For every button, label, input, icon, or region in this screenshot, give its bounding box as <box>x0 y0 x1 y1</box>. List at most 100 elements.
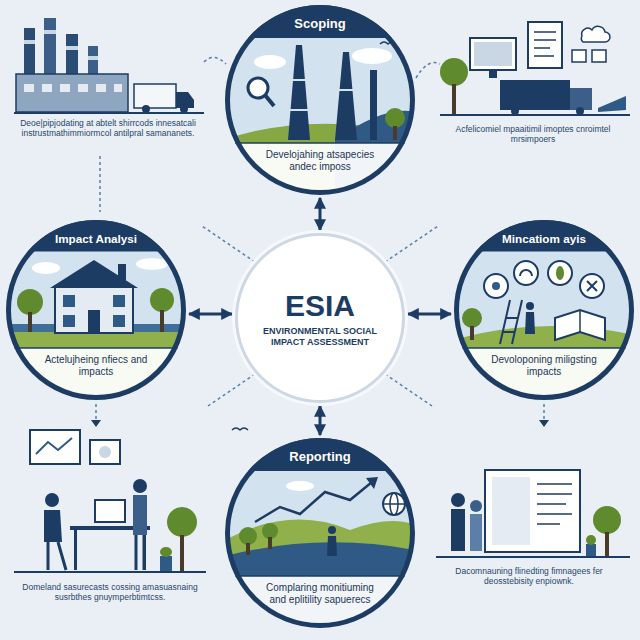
factory-illustration <box>180 105 188 113</box>
phase-caption: Devoloponing miligsting impacts <box>489 354 599 378</box>
hub-circle: ESIAENVIRONMENTAL SOCIAL IMPACT ASSESSME… <box>235 233 405 403</box>
caption-rule <box>235 142 404 144</box>
transport-illustration <box>511 107 519 115</box>
factory-illustration <box>16 74 128 112</box>
document-illustration <box>537 483 572 485</box>
mitigation-scene <box>505 317 517 319</box>
transport-illustration <box>440 58 468 86</box>
transport-illustration <box>534 31 556 33</box>
factory-illustration <box>114 84 122 92</box>
caption-rule <box>462 347 625 349</box>
document-illustration <box>593 506 621 534</box>
scoping-scene <box>393 126 397 140</box>
factory-illustration <box>142 105 150 113</box>
office-illustration <box>45 493 59 507</box>
transport-illustration <box>440 114 630 116</box>
phase-title: Reporting <box>289 450 350 465</box>
mitigation-scene <box>514 261 538 285</box>
reporting-scene <box>239 527 257 545</box>
office-illustration <box>160 547 172 557</box>
dotted-leader <box>416 63 440 78</box>
dotted-leader <box>95 404 97 420</box>
dotted-leader <box>99 156 101 212</box>
transport-illustration <box>570 88 592 110</box>
reporting-scene <box>255 482 372 522</box>
reporting-scene <box>246 543 250 555</box>
scoping-scene <box>225 5 415 195</box>
impact-scene <box>160 310 164 332</box>
factory-illustration <box>24 40 35 44</box>
factory-illustration <box>60 84 70 92</box>
dotted-leader <box>208 374 255 406</box>
phase-title: Impact Analysi <box>55 232 137 245</box>
transport-illustration <box>576 107 584 115</box>
document-illustration <box>605 532 609 557</box>
phase-circle: ReportingComplaring monitiuming and epli… <box>225 438 415 628</box>
mitigation-scene <box>555 310 605 340</box>
factory-illustration <box>88 56 98 60</box>
mitigation-scene <box>462 308 482 328</box>
phase-caption: Actelujheing nfiecs and impacts <box>41 354 151 378</box>
reporting-scene <box>327 536 337 556</box>
impact-scene <box>63 315 75 327</box>
mitigation-scene <box>526 302 534 310</box>
scoping-scene <box>288 45 310 140</box>
scoping-scene <box>290 109 308 111</box>
impact-scene <box>6 220 186 400</box>
document-illustration <box>537 503 566 505</box>
transport-illustration <box>534 47 550 49</box>
mitigation-scene <box>454 220 634 400</box>
transport-illustration <box>534 55 554 57</box>
mitigation-scene <box>470 326 474 340</box>
double-arrow <box>189 313 232 316</box>
phase-circle: Impact AnalysiActelujheing nfiecs and im… <box>6 220 186 400</box>
circle-ring <box>9 223 184 398</box>
office-illustration <box>14 571 206 573</box>
hub-disc <box>237 235 404 402</box>
mitigation-scene <box>502 331 514 333</box>
document-illustration <box>436 556 630 558</box>
mitigation-scene <box>556 266 564 280</box>
scoping-scene <box>265 95 274 106</box>
document-illustration <box>436 470 630 558</box>
phase-caption: Develojahing atsapecies andec imposs <box>265 149 375 173</box>
office-illustration <box>48 542 66 570</box>
transport-illustration <box>440 22 630 116</box>
impact-scene <box>136 258 168 270</box>
dotted-leader <box>385 226 438 262</box>
factory-illustration <box>42 84 52 92</box>
mitigation-scene <box>454 220 634 400</box>
office-illustration <box>30 430 80 464</box>
scoping-scene <box>292 79 306 81</box>
office-illustration <box>160 556 172 571</box>
transport-illustration <box>470 38 516 70</box>
mitigation-scene <box>587 281 597 291</box>
scene-note: Dacomnauning flinedting fimnagees fer de… <box>434 566 624 586</box>
hub-halo <box>232 230 408 406</box>
phase-circle: ScopingDevelojahing atsapecies andec imp… <box>225 5 415 195</box>
mitigation-scene <box>512 300 522 344</box>
impact-scene <box>6 330 186 400</box>
transport-illustration <box>452 84 456 114</box>
document-illustration <box>537 513 572 515</box>
impact-scene <box>55 286 133 333</box>
bird-symbol <box>232 428 248 430</box>
scoping-scene <box>254 55 286 69</box>
transport-illustration <box>534 39 556 41</box>
caption-rule <box>235 575 404 577</box>
mitigation-scene <box>454 326 634 400</box>
mitigation-scene <box>580 274 604 298</box>
factory-illustration <box>66 46 78 50</box>
scoping-scene <box>339 89 353 91</box>
impact-scene <box>150 288 174 312</box>
office-illustration <box>44 510 62 542</box>
label-holder: Dacomnauning flinedting fimnagees fer de… <box>434 566 624 586</box>
factory-illustration <box>44 30 56 34</box>
factory-illustration <box>14 112 204 114</box>
impact-scene <box>28 312 32 332</box>
reporting-scene <box>262 523 278 539</box>
document-illustration <box>470 514 482 551</box>
transport-illustration <box>528 22 562 68</box>
